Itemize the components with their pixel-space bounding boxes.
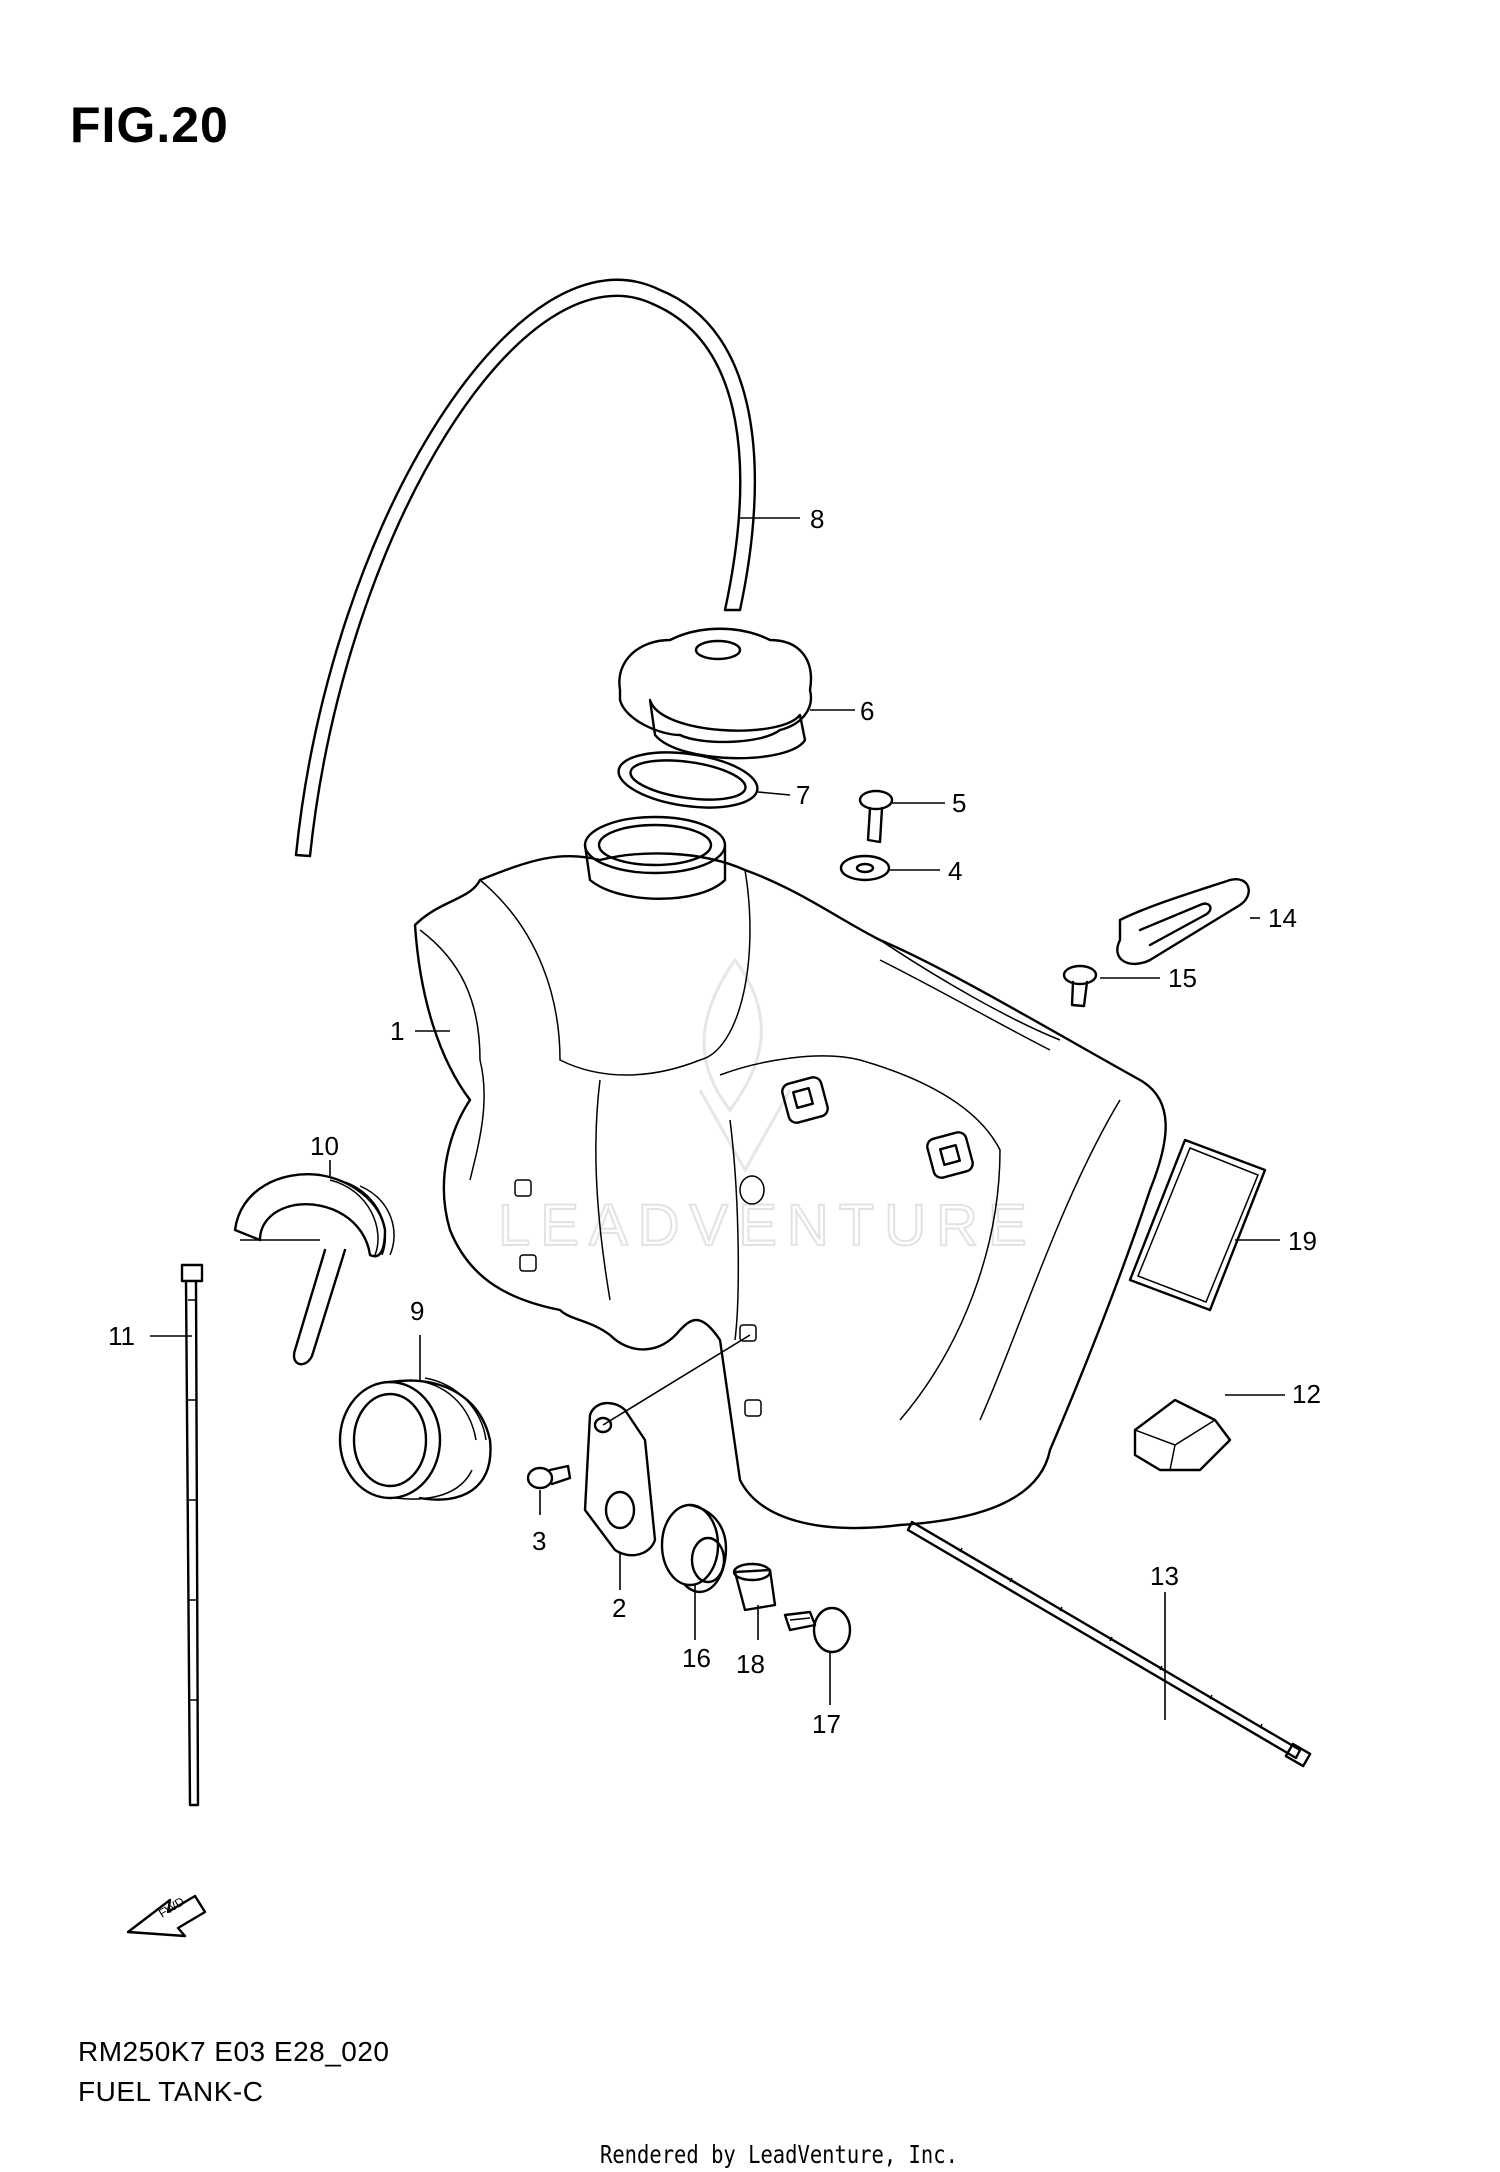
part-bracket [583,1401,657,1557]
figure-title: FIG.20 [70,97,229,153]
figure-subtitle: FUEL TANK-C [78,2076,264,2107]
callout-15: 15 [1168,963,1197,993]
watermark: LEADVENTURE [497,957,1037,1259]
callout-6: 6 [860,696,874,726]
part-breather-hose [294,278,757,858]
callout-2: 2 [612,1593,626,1623]
callout-4: 4 [948,856,962,886]
callout-10: 10 [310,1131,339,1161]
callouts: 1 2 3 4 5 6 7 8 9 10 11 12 13 14 15 16 1… [108,504,1321,1739]
part-collar [732,1562,777,1612]
part-screw-5 [858,789,894,844]
callout-19: 19 [1288,1226,1317,1256]
part-clamp-9 [338,1377,492,1501]
callout-3: 3 [532,1526,546,1556]
callout-7: 7 [796,780,810,810]
part-gasket [617,751,759,809]
watermark-text: LEADVENTURE [498,1193,1037,1258]
callout-11: 11 [108,1321,135,1351]
figure-code: RM250K7 E03 E28_020 [78,2036,390,2067]
callout-5: 5 [952,788,966,818]
fwd-label: FWD [156,1894,187,1921]
part-screw-15 [1062,964,1098,1008]
part-fuel-tank [413,815,1167,1530]
callout-8: 8 [810,504,824,534]
part-pad [1128,1138,1267,1312]
part-clamp-10 [233,1173,395,1366]
part-washer-4 [839,854,891,882]
render-credit: Rendered by LeadVenture, Inc. [600,2140,958,2169]
part-cable-tie-13 [906,1520,1312,1768]
callout-1: 1 [390,1016,404,1046]
callout-17: 17 [812,1709,841,1739]
fwd-arrow-icon: FWD [126,1894,207,1938]
part-strap [1116,878,1250,966]
part-bolt [783,1606,852,1654]
part-clamp-block [1133,1398,1232,1472]
part-fuel-cap [618,627,813,760]
callout-13: 13 [1150,1561,1179,1591]
part-screw-3 [526,1464,572,1490]
callout-14: 14 [1268,903,1297,933]
callout-9: 9 [410,1296,424,1326]
callout-18: 18 [736,1649,765,1679]
part-grommet [660,1503,728,1594]
leader-lines [150,517,1285,1720]
callout-12: 12 [1292,1379,1321,1409]
callout-16: 16 [682,1643,711,1673]
part-cable-tie-11 [180,1263,204,1807]
